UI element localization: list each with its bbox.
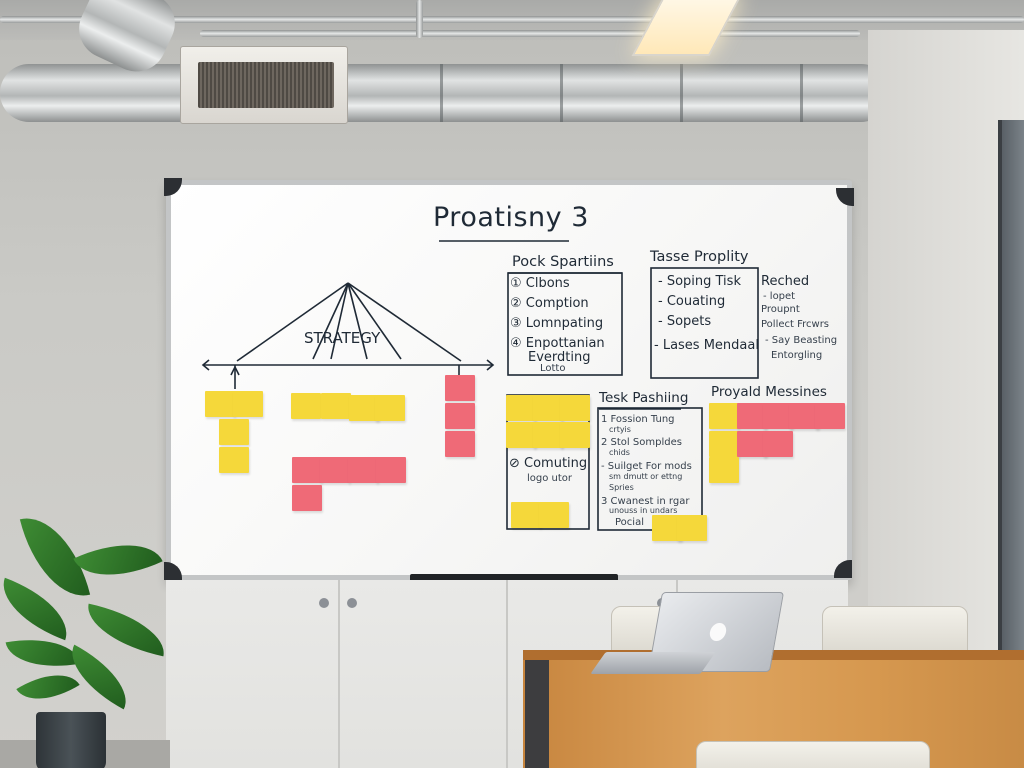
tasse-heading: Tasse Proplity bbox=[650, 249, 749, 265]
task-item: Spries bbox=[609, 483, 634, 492]
task-item: crtyis bbox=[609, 425, 631, 434]
sticky-note bbox=[709, 403, 739, 429]
tasse-item: - Sopets bbox=[658, 314, 712, 329]
sticky-note bbox=[445, 375, 475, 401]
laptop-base bbox=[590, 652, 716, 674]
pock-item: ③ Lomnpating bbox=[510, 316, 604, 331]
sticky-note bbox=[375, 395, 405, 421]
task-item: chids bbox=[609, 448, 630, 457]
cabinet-knob bbox=[347, 598, 357, 608]
duct-seam bbox=[800, 64, 803, 122]
sticky-note bbox=[292, 457, 322, 483]
board-corner bbox=[836, 188, 854, 206]
whiteboard: Proatisny 3 STRATEGY Pock Spartiins ① Cl… bbox=[171, 185, 847, 575]
sticky-note bbox=[511, 502, 541, 528]
plant-leaf bbox=[5, 630, 81, 676]
pock-item: ② Comption bbox=[510, 296, 589, 311]
duct-seam bbox=[440, 64, 443, 122]
strategy-label: STRATEGY bbox=[304, 329, 381, 347]
plant-leaf bbox=[16, 659, 80, 715]
task-item: 3 Cwanest in rgar bbox=[601, 496, 690, 507]
reched-heading: Reched bbox=[761, 274, 810, 289]
ceiling-pipe bbox=[0, 16, 1024, 23]
sticky-note bbox=[321, 393, 351, 419]
projector-grille bbox=[198, 62, 334, 108]
sticky-note bbox=[376, 457, 406, 483]
pock-item: ④ Enpottanian bbox=[510, 336, 605, 351]
task-item: Pocial bbox=[615, 517, 644, 528]
consulting-line: logo utor bbox=[527, 473, 573, 484]
sticky-note bbox=[349, 395, 379, 421]
sticky-note bbox=[677, 515, 707, 541]
sticky-note bbox=[737, 431, 767, 457]
cabinet-door-seam bbox=[338, 580, 340, 768]
reched-item: Pollect Frcwrs bbox=[761, 319, 830, 330]
task-item: unouss in undars bbox=[609, 506, 678, 515]
sticky-note bbox=[709, 457, 739, 483]
whiteboard-drawings bbox=[201, 240, 759, 531]
window bbox=[998, 120, 1024, 650]
plant-leaf bbox=[81, 603, 171, 657]
reched-item: Proupnt bbox=[761, 304, 800, 315]
pock-item: Lotto bbox=[540, 363, 566, 374]
table-edge bbox=[523, 650, 1024, 660]
task-item: 1 Fossion Tung bbox=[601, 414, 675, 425]
sticky-note bbox=[533, 395, 563, 421]
chair bbox=[822, 606, 968, 654]
board-title: Proatisny 3 bbox=[433, 202, 589, 233]
sticky-note bbox=[233, 391, 263, 417]
sticky-note bbox=[445, 403, 475, 429]
board-corner bbox=[164, 562, 182, 580]
sticky-note bbox=[763, 431, 793, 457]
ceiling-pipe bbox=[200, 30, 860, 37]
task-item: sm dmutt or ettng bbox=[609, 472, 683, 481]
tasse-item: - Soping Tisk bbox=[658, 274, 741, 289]
sticky-note bbox=[560, 422, 590, 448]
sticky-note bbox=[789, 403, 819, 429]
chair bbox=[696, 741, 930, 768]
sticky-note bbox=[348, 457, 378, 483]
reched-item: - Say Beasting bbox=[765, 335, 838, 346]
tasse-item: - Lases Mendaal bbox=[654, 338, 759, 353]
apple-logo-icon bbox=[708, 623, 728, 641]
sticky-note bbox=[219, 447, 249, 473]
sticky-note bbox=[533, 422, 563, 448]
sticky-note bbox=[291, 393, 321, 419]
pock-item: Everdting bbox=[528, 350, 591, 365]
cabinet-door-seam bbox=[506, 580, 508, 768]
duct-seam bbox=[560, 64, 563, 122]
air-duct bbox=[0, 64, 890, 122]
task-item: - Suilget For mods bbox=[601, 461, 692, 472]
table-leg bbox=[525, 660, 549, 768]
sticky-note bbox=[709, 431, 739, 457]
task-pushing-heading: Tesk Pashiing bbox=[599, 390, 689, 406]
sticky-note bbox=[737, 403, 767, 429]
sticky-note bbox=[560, 395, 590, 421]
board-corner bbox=[834, 560, 852, 578]
sticky-note bbox=[763, 403, 793, 429]
duct-seam bbox=[680, 64, 683, 122]
sticky-note bbox=[506, 395, 536, 421]
proyald-heading: Proyald Messines bbox=[711, 384, 827, 400]
sticky-note bbox=[445, 431, 475, 457]
ceiling-pipe bbox=[416, 0, 423, 38]
sticky-note bbox=[539, 502, 569, 528]
sticky-note bbox=[292, 485, 322, 511]
sticky-note bbox=[815, 403, 845, 429]
sticky-note bbox=[506, 422, 536, 448]
task-item: 2 Stol Sompldes bbox=[601, 437, 682, 448]
pock-heading: Pock Spartiins bbox=[512, 254, 614, 270]
sticky-note bbox=[205, 391, 235, 417]
cabinet-knob bbox=[319, 598, 329, 608]
reched-item: Entorgling bbox=[771, 350, 823, 361]
sticky-note bbox=[320, 457, 350, 483]
plant-pot bbox=[36, 712, 106, 768]
sticky-note bbox=[219, 419, 249, 445]
reched-item: - lopet bbox=[763, 291, 796, 302]
tasse-item: - Couating bbox=[658, 294, 726, 309]
pock-item: ① Clbons bbox=[510, 276, 570, 291]
consulting-line: ⊘ Comuting bbox=[509, 456, 588, 471]
